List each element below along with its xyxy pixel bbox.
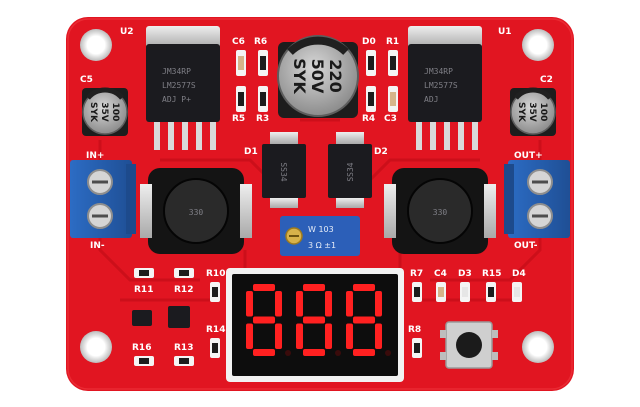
label-in-minus: IN- bbox=[90, 241, 105, 251]
diode-d1-label: SS34 bbox=[279, 162, 288, 181]
digit-3-segment-f bbox=[346, 291, 353, 317]
regulator-right-line3: ADJ bbox=[424, 95, 438, 104]
label-c2: C2 bbox=[540, 75, 553, 85]
digit-1-segment-e bbox=[246, 323, 253, 349]
label-r13: R13 bbox=[174, 343, 193, 353]
capacitor-right-line2: 35V bbox=[527, 102, 537, 122]
digit-2-segment-f bbox=[296, 291, 303, 317]
inductor-left: 330 bbox=[140, 168, 252, 254]
mounting-hole-br bbox=[522, 331, 554, 363]
label-out-plus: OUT+ bbox=[514, 151, 543, 161]
digit-1-segment-g bbox=[253, 316, 275, 324]
label-r7: R7 bbox=[410, 269, 423, 279]
digit-2-segment-d bbox=[303, 349, 325, 356]
capacitor-right-line1: 100 bbox=[538, 103, 548, 122]
inductor-right: 330 bbox=[384, 168, 496, 254]
capacitor-right-line3: SYK bbox=[516, 102, 526, 123]
label-r10: R10 bbox=[206, 269, 225, 279]
label-d0: D0 bbox=[362, 37, 376, 47]
digit-1-segment-a bbox=[253, 284, 275, 291]
push-button bbox=[440, 321, 498, 369]
regulator-right: JM34RP LM2577S ADJ bbox=[408, 26, 482, 150]
label-d1: D1 bbox=[244, 147, 258, 157]
label-r12: R12 bbox=[174, 285, 193, 295]
label-d3: D3 bbox=[458, 269, 472, 279]
label-c5: C5 bbox=[80, 75, 93, 85]
digit-3-segment-a bbox=[353, 284, 375, 291]
digit-2-segment-b bbox=[325, 291, 332, 317]
digit-1-segment-b bbox=[275, 291, 282, 317]
capacitor-220uf-line2: 50V bbox=[308, 59, 327, 94]
regulator-left: JM34RP LM2577S ADJ P+ bbox=[146, 26, 220, 150]
label-r1: R1 bbox=[386, 37, 399, 47]
smd-passives-bottom bbox=[132, 268, 522, 366]
digit-2-segment-e bbox=[296, 323, 303, 349]
output-terminal-block bbox=[504, 160, 570, 238]
trimmer-line2: 3 Ω ±1 bbox=[308, 241, 336, 250]
digit-3-segment-d bbox=[353, 349, 375, 356]
label-r15: R15 bbox=[482, 269, 501, 279]
label-r14: R14 bbox=[206, 325, 225, 335]
digit-1-segment-d bbox=[253, 349, 275, 356]
label-in-plus: IN+ bbox=[86, 151, 104, 161]
label-r6: R6 bbox=[254, 37, 267, 47]
label-c4: C4 bbox=[434, 269, 447, 279]
label-r11: R11 bbox=[134, 285, 153, 295]
label-r3: R3 bbox=[256, 114, 269, 124]
digit-3-segment-b bbox=[375, 291, 382, 317]
smd-passives-top bbox=[236, 50, 398, 112]
digit-3-decimal-point bbox=[385, 350, 391, 356]
inductor-left-label: 330 bbox=[189, 208, 204, 217]
digit-2-decimal-point bbox=[335, 350, 341, 356]
input-terminal-block bbox=[70, 160, 136, 238]
mounting-hole-bl bbox=[80, 331, 112, 363]
display-digits bbox=[246, 284, 391, 356]
digit-2-segment-g bbox=[303, 316, 325, 324]
capacitor-220uf: 220 50V SYK bbox=[277, 35, 359, 118]
mounting-hole-tl bbox=[80, 29, 112, 61]
capacitor-left-line3: SYK bbox=[88, 102, 98, 123]
regulator-left-line2: LM2577S bbox=[162, 81, 196, 90]
label-c6: C6 bbox=[232, 37, 245, 47]
regulator-right-line1: JM34RP bbox=[424, 67, 453, 76]
diode-d2: SS34 bbox=[328, 132, 372, 208]
label-out-minus: OUT- bbox=[514, 241, 538, 251]
inductor-right-label: 330 bbox=[433, 208, 448, 217]
capacitor-left-line2: 35V bbox=[99, 102, 109, 122]
label-r4: R4 bbox=[362, 114, 375, 124]
label-u1: U1 bbox=[498, 27, 512, 37]
label-d4: D4 bbox=[512, 269, 526, 279]
digit-3-segment-e bbox=[346, 323, 353, 349]
trimmer-line1: W 103 bbox=[308, 225, 334, 234]
capacitor-220uf-line1: 220 bbox=[326, 59, 345, 92]
label-c3: C3 bbox=[384, 114, 397, 124]
regulator-left-line1: JM34RP bbox=[162, 67, 191, 76]
label-r16: R16 bbox=[132, 343, 151, 353]
digit-1-decimal-point bbox=[285, 350, 291, 356]
digit-3-segment-c bbox=[375, 323, 382, 349]
regulator-left-line3: ADJ P+ bbox=[162, 95, 191, 104]
label-d2: D2 bbox=[374, 147, 388, 157]
digit-3-segment-g bbox=[353, 316, 375, 324]
diode-d2-label: SS34 bbox=[346, 162, 355, 181]
digit-2-segment-a bbox=[303, 284, 325, 291]
mounting-hole-tr bbox=[522, 29, 554, 61]
regulator-right-line2: LM2577S bbox=[424, 81, 458, 90]
digit-2-segment-c bbox=[325, 323, 332, 349]
capacitor-left-line1: 100 bbox=[110, 103, 120, 122]
label-r5: R5 bbox=[232, 114, 245, 124]
label-r8: R8 bbox=[408, 325, 421, 335]
digit-1-segment-c bbox=[275, 323, 282, 349]
seven-segment-display bbox=[226, 268, 404, 382]
digit-1-segment-f bbox=[246, 291, 253, 317]
capacitor-220uf-line3: SYK bbox=[290, 58, 309, 94]
label-u2: U2 bbox=[120, 27, 134, 37]
trimmer-potentiometer: W 103 3 Ω ±1 bbox=[280, 216, 360, 256]
capacitor-100uf-left: 100 35V SYK bbox=[82, 87, 128, 136]
capacitor-100uf-right: 100 35V SYK bbox=[510, 87, 556, 136]
diode-d1: SS34 bbox=[262, 132, 306, 208]
